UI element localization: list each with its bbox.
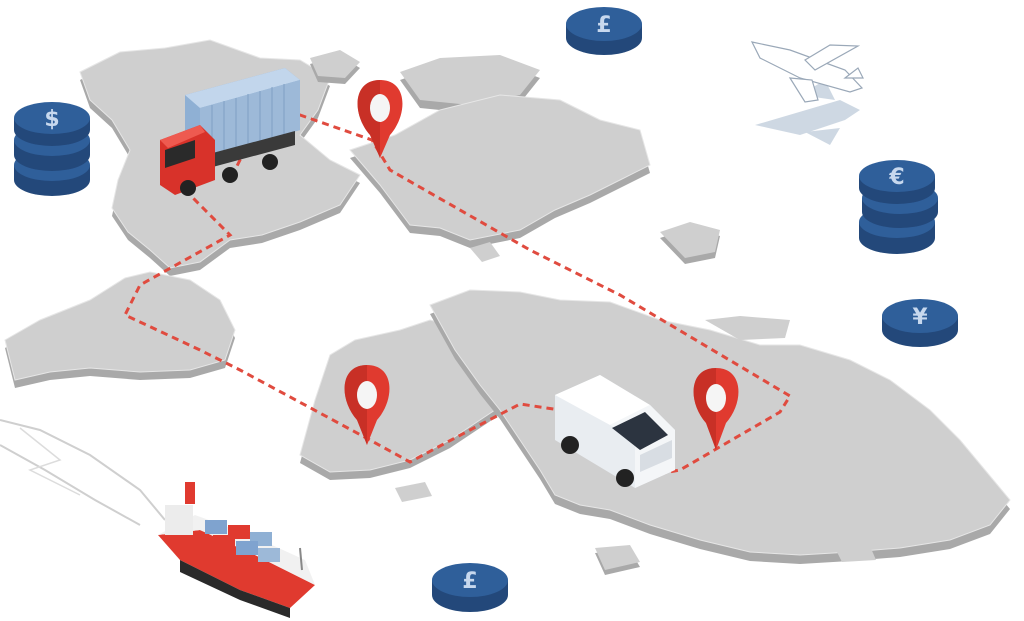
yen-coin-icon: ¥ — [882, 299, 958, 347]
coin-symbol: £ — [596, 13, 611, 38]
continent-south-america — [4, 271, 236, 388]
van-icon — [555, 375, 675, 488]
world-map — [4, 39, 1011, 575]
continent-eurasia-north — [349, 94, 720, 264]
dollar-coin-icon: $ — [14, 102, 90, 196]
coin-symbol: £ — [462, 569, 477, 594]
truck-icon — [160, 68, 300, 196]
euro-coin-icon: € — [859, 160, 938, 254]
coin-symbol: $ — [44, 107, 59, 132]
pound-coin-icon: £ — [432, 563, 508, 612]
map-pin-icon — [693, 368, 739, 450]
airplane-icon — [750, 41, 864, 145]
pound-coin-icon: £ — [566, 7, 642, 55]
coin-symbol: ¥ — [912, 305, 928, 330]
coin-symbol: € — [888, 165, 904, 190]
map-pin-icon — [344, 365, 390, 445]
cargo-ship-icon — [0, 419, 315, 618]
map-pin-icon — [357, 80, 403, 158]
